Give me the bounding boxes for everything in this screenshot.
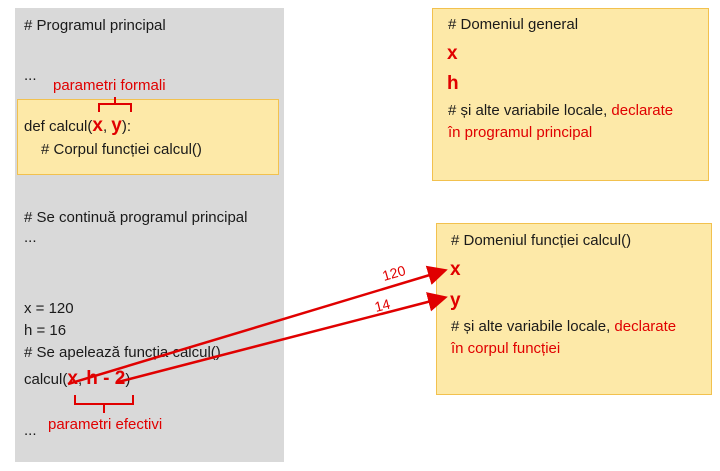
global-var-x: x — [447, 43, 458, 64]
call-comment: # Se apelează funcția calcul() — [24, 344, 221, 361]
def-suffix: ): — [121, 118, 132, 135]
actual-params-brace — [74, 395, 134, 413]
global-var-h: h — [447, 73, 459, 94]
global-scope-title: # Domeniul general — [448, 16, 579, 33]
arrow-x-to-param-x — [67, 265, 448, 386]
function-var-x: x — [450, 259, 461, 280]
function-body-comment: # Corpul funcției calcul() — [41, 141, 202, 158]
function-definition-box — [17, 99, 279, 175]
function-note-prefix: # și alte variabile locale, — [451, 318, 615, 335]
function-note-declared: declarate — [614, 318, 677, 335]
formal-param-y: y — [111, 115, 122, 136]
global-scope-note: # și alte variabile locale, declarate — [448, 102, 673, 120]
global-scope-box — [432, 8, 709, 181]
function-scope-title: # Domeniul funcției calcul() — [451, 232, 632, 249]
arrow-label-120: 120 — [380, 262, 407, 284]
actual-arg-x: x — [67, 368, 78, 389]
function-definition-line: def calcul(x, y): — [24, 115, 132, 136]
function-scope-note: # și alte variabile locale, declarate — [451, 318, 676, 336]
global-note-prefix: # și alte variabile locale, — [448, 102, 612, 119]
arrow-label-14: 14 — [373, 296, 392, 315]
ellipsis-bottom: ... — [24, 422, 37, 439]
ellipsis-mid: ... — [24, 229, 37, 246]
def-prefix: def calcul( — [24, 118, 93, 135]
function-note-location: în corpul funcției — [451, 340, 561, 357]
actual-params-label: parametri efectivi — [48, 416, 163, 433]
main-program-header: # Programul principal — [24, 17, 166, 34]
global-note-declared: declarate — [611, 102, 674, 119]
function-scope-box — [436, 223, 712, 395]
global-note-location: în programul principal — [448, 124, 593, 141]
assign-h: h = 16 — [24, 322, 67, 339]
assign-x: x = 120 — [24, 300, 74, 317]
function-var-y: y — [450, 290, 461, 311]
formal-param-x: x — [92, 115, 103, 136]
def-comma: , — [102, 118, 112, 135]
formal-params-brace — [98, 97, 132, 112]
formal-params-label: parametri formali — [53, 77, 166, 94]
call-prefix: calcul( — [24, 371, 68, 388]
ellipsis-top: ... — [24, 67, 37, 84]
actual-arg-h-minus-2: h - 2 — [86, 368, 126, 389]
arrow-h-to-param-y — [117, 292, 448, 384]
continue-comment: # Se continuă programul principal — [24, 209, 248, 226]
main-program-panel — [15, 8, 284, 462]
